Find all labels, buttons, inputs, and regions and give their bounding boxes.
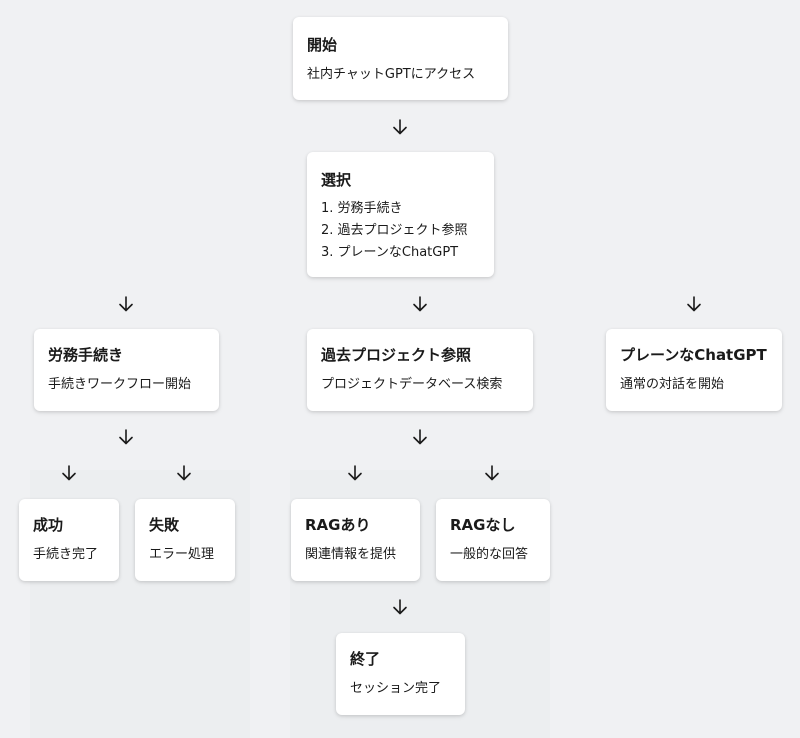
arrow-down-icon xyxy=(347,464,363,482)
arrow-down-icon xyxy=(392,598,408,616)
node-plain-chatgpt: プレーンなChatGPT 通常の対話を開始 xyxy=(606,329,782,411)
node-description: 手続き完了 xyxy=(33,547,99,562)
node-title: RAGなし xyxy=(450,516,516,534)
node-description: 手続きワークフロー開始 xyxy=(48,377,192,392)
option-item: 3. プレーンなChatGPT xyxy=(321,245,459,260)
node-success: 成功 手続き完了 xyxy=(19,499,119,581)
node-title: RAGあり xyxy=(305,516,371,534)
node-end: 終了 セッション完了 xyxy=(336,633,465,715)
node-start: 開始 社内チャットGPTにアクセス xyxy=(293,17,508,100)
option-item: 1. 労務手続き xyxy=(321,201,403,216)
node-description: セッション完了 xyxy=(350,681,442,696)
node-description: エラー処理 xyxy=(149,547,215,562)
arrow-down-icon xyxy=(61,464,77,482)
node-description: 通常の対話を開始 xyxy=(620,377,725,392)
node-rag-yes: RAGあり 関連情報を提供 xyxy=(291,499,420,581)
node-title: 過去プロジェクト参照 xyxy=(321,346,472,364)
node-title: 労務手続き xyxy=(48,346,124,364)
node-description: 一般的な回答 xyxy=(450,547,529,562)
arrow-down-icon xyxy=(118,428,134,446)
node-title: 失敗 xyxy=(149,516,180,534)
arrow-down-icon xyxy=(392,118,408,136)
option-item: 2. 過去プロジェクト参照 xyxy=(321,223,468,238)
arrow-down-icon xyxy=(412,295,428,313)
arrow-down-icon xyxy=(176,464,192,482)
node-title: 成功 xyxy=(33,516,64,534)
node-rag-no: RAGなし 一般的な回答 xyxy=(436,499,550,581)
arrow-down-icon xyxy=(412,428,428,446)
node-description: プロジェクトデータベース検索 xyxy=(321,377,503,392)
node-labor-procedure: 労務手続き 手続きワークフロー開始 xyxy=(34,329,219,411)
option-list: 1. 労務手続き 2. 過去プロジェクト参照 3. プレーンなChatGPT xyxy=(321,198,480,264)
arrow-down-icon xyxy=(118,295,134,313)
node-title: 選択 xyxy=(321,171,352,189)
node-select: 選択 1. 労務手続き 2. 過去プロジェクト参照 3. プレーンなChatGP… xyxy=(307,152,494,277)
node-title: プレーンなChatGPT xyxy=(620,346,767,364)
arrow-down-icon xyxy=(484,464,500,482)
node-description: 社内チャットGPTにアクセス xyxy=(307,67,476,82)
node-failure: 失敗 エラー処理 xyxy=(135,499,235,581)
node-title: 開始 xyxy=(307,36,338,54)
arrow-down-icon xyxy=(686,295,702,313)
node-title: 終了 xyxy=(350,650,381,668)
node-description: 関連情報を提供 xyxy=(305,547,397,562)
node-past-project: 過去プロジェクト参照 プロジェクトデータベース検索 xyxy=(307,329,533,411)
